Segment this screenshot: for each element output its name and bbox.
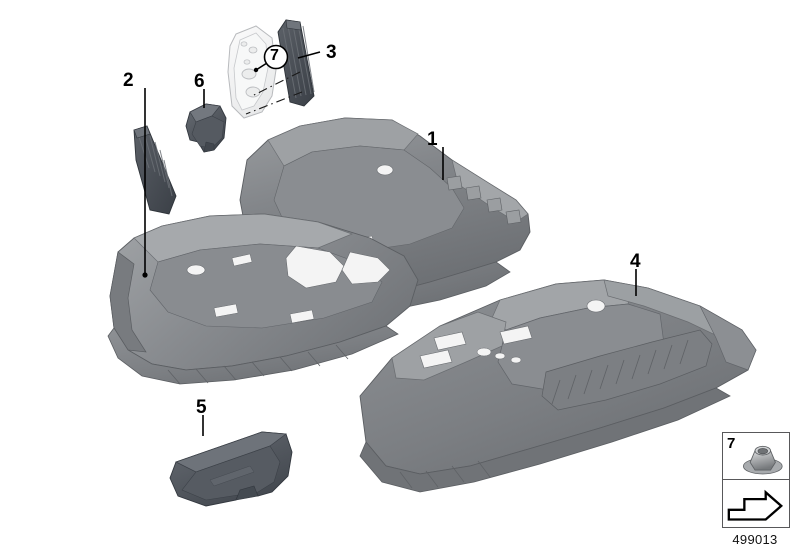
assembly-reference-lines [245, 71, 303, 115]
legend-direction-cell [723, 480, 789, 527]
leader-dot-7 [253, 67, 259, 73]
circled-callout-7-ring [263, 44, 289, 70]
part-2-trim-strip [133, 125, 177, 215]
callout-label-2: 2 [123, 70, 134, 91]
leader-dot-2 [142, 272, 148, 278]
callout-label-4: 4 [630, 251, 641, 272]
ghost-reference-bracket [227, 25, 277, 119]
flanged-hex-nut-icon [742, 445, 783, 475]
callout-label-3: 3 [326, 42, 337, 63]
part-6-end-cap [185, 103, 227, 153]
callout-leader-lines [144, 51, 637, 436]
callout-label-1: 1 [427, 129, 438, 150]
legend-fastener-cell: 7 [723, 433, 789, 480]
drawing-number: 499013 [732, 532, 778, 547]
callout-label-6: 6 [194, 71, 205, 92]
callout-label-5: 5 [196, 397, 207, 418]
part-3-sill-strip [277, 19, 315, 107]
part-front-floor-carpet-left [107, 213, 419, 385]
circled-callout-label-7: 7 [270, 47, 279, 64]
legend-box: 7 [722, 432, 790, 528]
leader-line-3 [297, 51, 321, 59]
legend-index-label: 7 [727, 435, 736, 452]
part-5-floor-cover-panel [169, 431, 293, 507]
part-4-rear-floor-covering [359, 279, 757, 493]
assembly-direction-arrow-icon [727, 489, 784, 521]
